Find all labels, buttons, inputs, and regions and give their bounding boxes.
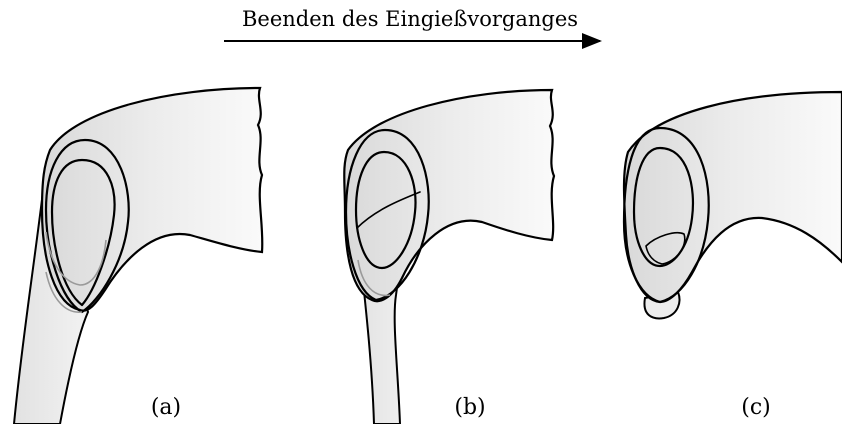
panel-label-b: (b) (454, 395, 485, 420)
panel-a: (a) (14, 88, 262, 424)
panel-label-a: (a) (151, 395, 181, 420)
tube-body-b (344, 90, 554, 301)
panel-c: (c) (624, 92, 842, 420)
panel-b: (b) (344, 90, 554, 424)
tube-body-c (624, 92, 842, 302)
panel-label-c: (c) (741, 395, 771, 420)
tube-body-a (42, 88, 262, 311)
process-title: Beenden des Eingießvorganges (242, 7, 578, 31)
